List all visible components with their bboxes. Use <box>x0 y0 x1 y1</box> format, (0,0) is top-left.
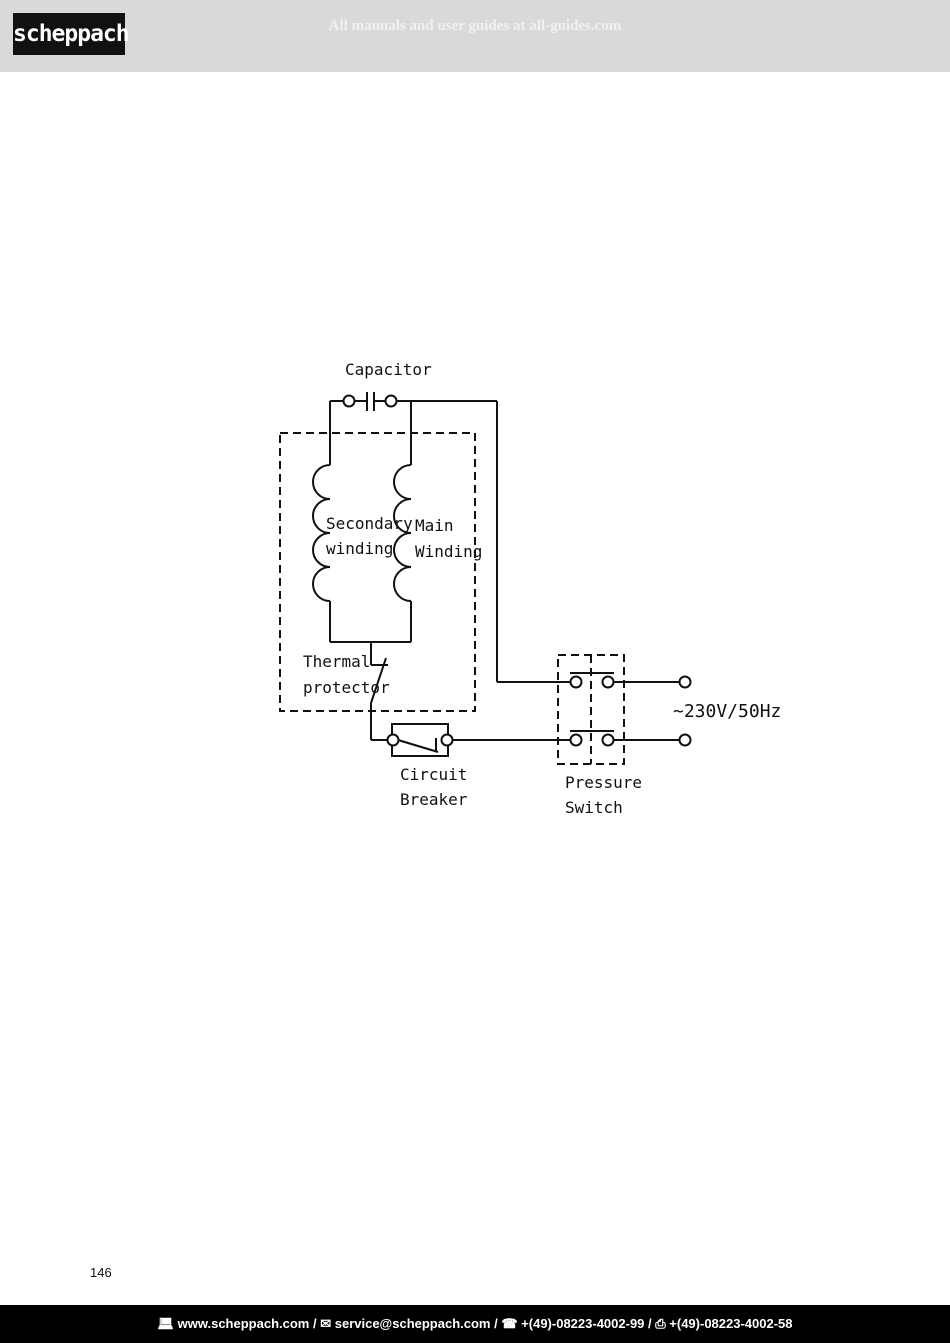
capacitor-terminal-left <box>342 394 356 408</box>
page-number: 146 <box>90 1265 112 1280</box>
supply-terminal-top <box>678 675 692 689</box>
label-pressure-switch-line2: Switch <box>565 798 623 817</box>
label-circuit-breaker-line2: Breaker <box>400 790 468 809</box>
main-winding-coil <box>393 464 412 602</box>
footer-website[interactable]: www.scheppach.com <box>177 1316 310 1331</box>
page-header: scheppach All manuals and user guides at… <box>0 0 950 72</box>
label-secondary-winding-line1: Secondary <box>326 514 413 533</box>
label-thermal-protector-line1: Thermal <box>303 652 370 671</box>
label-circuit-breaker-line1: Circuit <box>400 765 467 784</box>
pressure-switch-contact <box>569 733 583 747</box>
scheppach-logo: scheppach <box>13 13 130 55</box>
secondary-winding-coil <box>312 464 331 602</box>
watermark-text: All manuals and user guides at all-guide… <box>328 18 622 34</box>
page-footer: 💻︎ www.scheppach.com / ✉ service@scheppa… <box>0 1305 950 1343</box>
label-secondary-winding-line2: winding <box>326 539 393 558</box>
footer-fax: +(49)-08223-4002-58 <box>669 1316 793 1331</box>
pressure-switch-contact <box>569 675 583 689</box>
supply-terminal-bottom <box>678 733 692 747</box>
label-main-winding-line2: Winding <box>415 542 482 561</box>
circuit-breaker-terminal-right <box>440 733 454 747</box>
pressure-switch-contact <box>601 675 615 689</box>
capacitor-terminal-right <box>384 394 398 408</box>
footer-separator: / <box>644 1316 656 1331</box>
footer-email[interactable]: service@scheppach.com <box>334 1316 491 1331</box>
label-thermal-protector-line2: protector <box>303 678 390 697</box>
envelope-icon: ✉ <box>320 1316 332 1331</box>
label-supply-voltage: ~230V/50Hz <box>673 701 781 722</box>
footer-separator: / <box>490 1316 502 1331</box>
motor-enclosure <box>279 432 476 712</box>
footer-separator: / <box>309 1316 321 1331</box>
pressure-switch-contact <box>601 733 615 747</box>
circuit-breaker-contact <box>397 739 439 753</box>
laptop-icon: 💻︎ <box>157 1316 174 1331</box>
footer-phone: +(49)-08223-4002-99 <box>521 1316 645 1331</box>
phone-icon: ☎ <box>501 1316 518 1331</box>
label-capacitor: Capacitor <box>345 360 432 379</box>
label-pressure-switch-line1: Pressure <box>565 773 642 792</box>
thermal-protector-switch <box>370 657 387 704</box>
fax-icon: ⎙ <box>655 1316 666 1331</box>
label-main-winding-line1: Main <box>415 516 454 535</box>
circuit-breaker-terminal-left <box>386 733 400 747</box>
